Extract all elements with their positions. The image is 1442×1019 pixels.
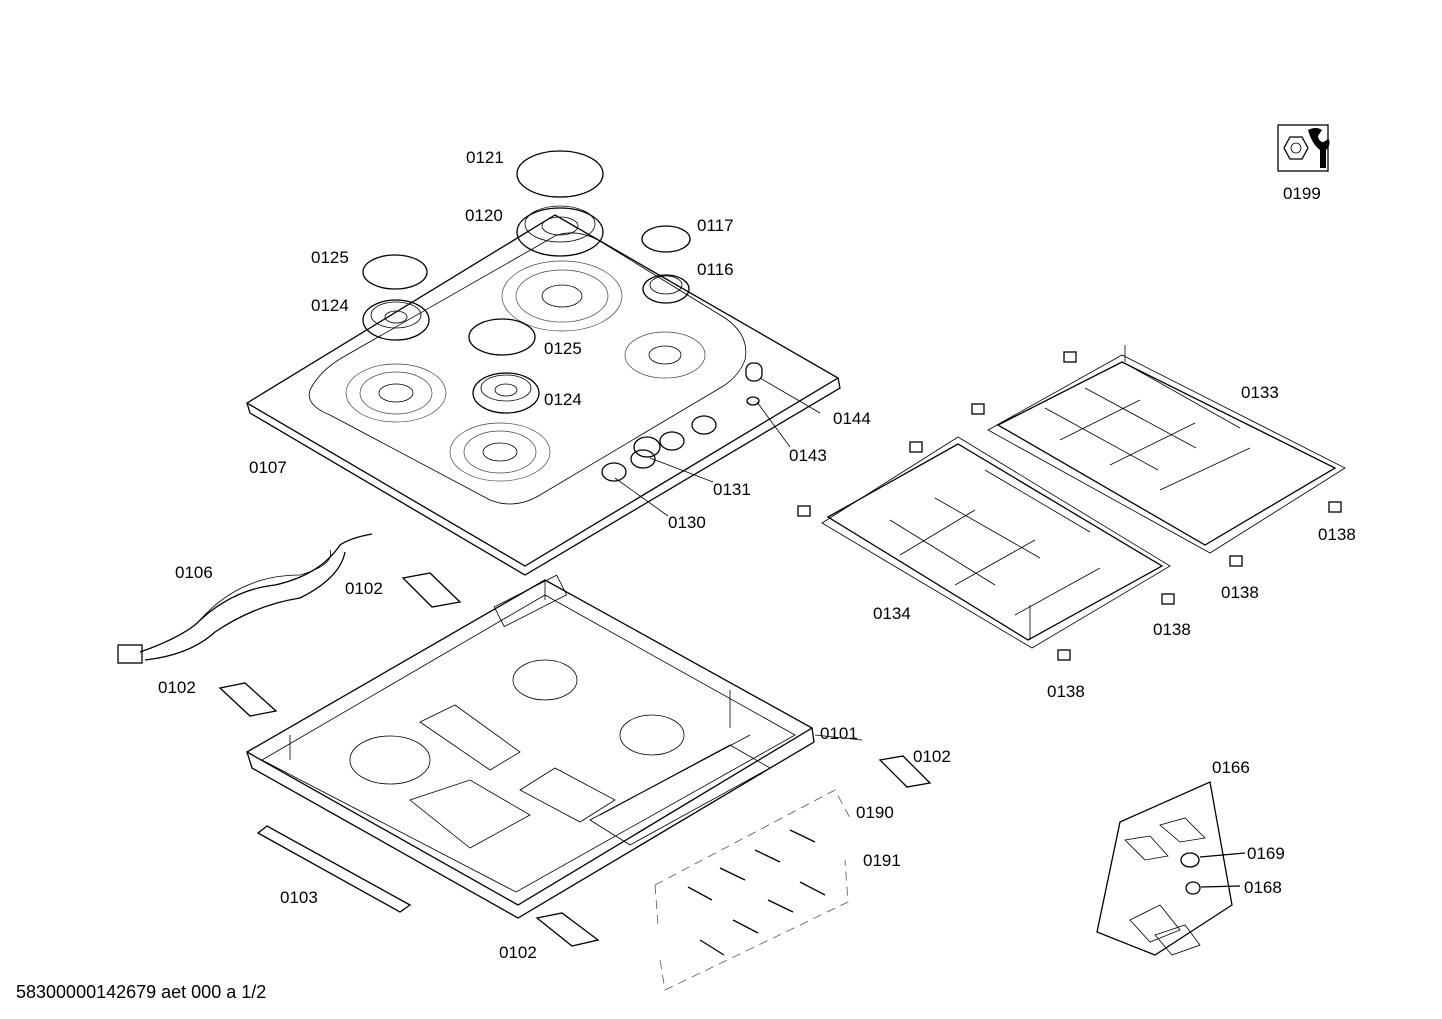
part-label-0102-d: 0102 [499,943,537,962]
part-label-0199: 0199 [1283,184,1321,203]
part-label-0121: 0121 [466,148,504,167]
seal-strip[interactable] [256,825,412,913]
power-cable[interactable] [117,533,373,664]
part-label-0138-a: 0138 [1318,525,1356,544]
burner-ring-front [449,422,551,482]
part-label-0125-b: 0125 [544,339,582,358]
part-label-0120: 0120 [465,206,503,225]
burner-head-small[interactable] [642,274,690,304]
leader-lines [614,377,863,741]
burner-head-medium-front[interactable] [472,372,540,414]
burner-cap-medium-front[interactable] [468,318,536,356]
conversion-kit[interactable] [1096,781,1246,956]
burner-ring-left [345,363,447,423]
part-label-0190: 0190 [856,803,894,822]
part-label-0102-c: 0102 [913,747,951,766]
part-label-0116: 0116 [697,260,734,279]
part-label-0191: 0191 [863,851,901,870]
pan-support-rear[interactable] [987,345,1346,554]
part-label-0102-b: 0102 [158,678,196,697]
burner-head-large[interactable] [516,205,604,257]
wrench-nut-icon[interactable] [1277,124,1330,172]
burner-cap-medium-left[interactable] [362,254,428,290]
screw-set[interactable] [654,789,851,991]
part-label-0101: 0101 [820,724,858,743]
part-label-0124-a: 0124 [311,296,349,315]
document-reference: 58300000142679 aet 000 a 1/2 [16,982,267,1002]
part-label-0169: 0169 [1247,844,1285,863]
part-label-0143: 0143 [789,446,827,465]
control-knobs[interactable] [601,415,717,482]
igniter-button[interactable] [745,362,763,406]
part-label-0138-b: 0138 [1221,583,1259,602]
part-label-0168: 0168 [1244,878,1282,897]
hob-top-plate[interactable] [245,214,841,576]
part-label-0138-c: 0138 [1153,620,1191,639]
burner-cap-small[interactable] [641,225,691,253]
pan-support-front[interactable] [821,436,1171,649]
part-label-0166: 0166 [1212,758,1250,777]
part-label-0124-b: 0124 [544,390,582,409]
burner-ring-rear-center [501,260,623,332]
part-label-0106: 0106 [175,563,213,582]
mounting-clamps[interactable] [218,572,932,947]
part-label-0130: 0130 [668,513,706,532]
part-label-0103: 0103 [280,888,318,907]
part-label-0102-a: 0102 [345,579,383,598]
base-tray[interactable] [245,574,815,919]
part-label-0138-d: 0138 [1047,682,1085,701]
part-label-0131: 0131 [713,480,751,499]
part-label-0107: 0107 [249,458,287,477]
part-label-0134: 0134 [873,604,911,623]
part-label-0117: 0117 [697,216,734,235]
rubber-feet[interactable] [797,351,1342,661]
burner-ring-right [624,331,706,379]
part-label-0133: 0133 [1241,383,1279,402]
burner-head-medium-left[interactable] [362,299,430,341]
part-label-0144: 0144 [833,409,871,428]
part-label-0125-a: 0125 [311,248,349,267]
burner-cap-large[interactable] [516,150,604,198]
